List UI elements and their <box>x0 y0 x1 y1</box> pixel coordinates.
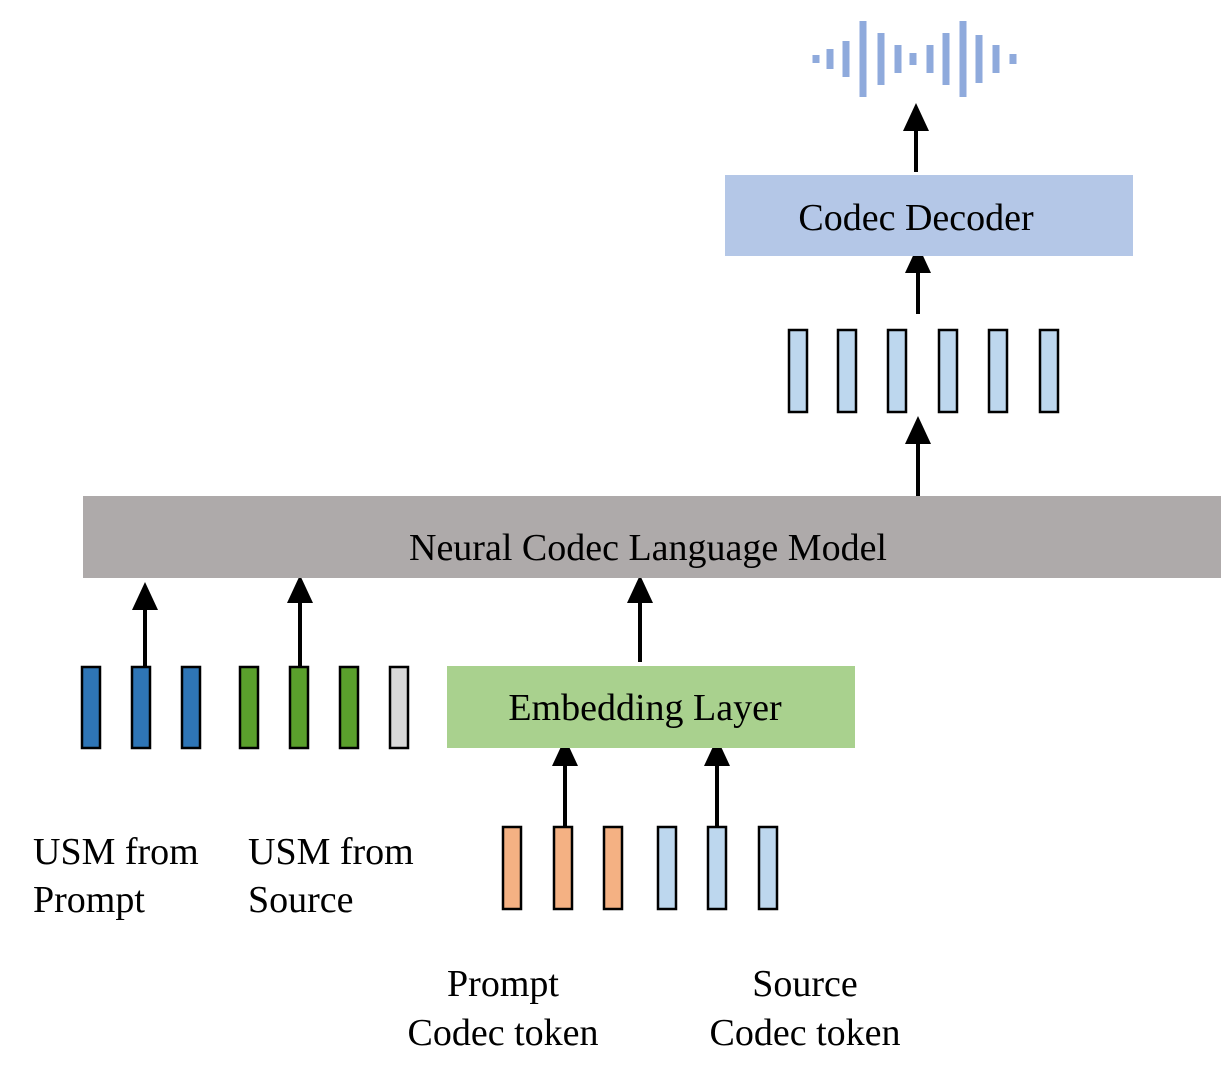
waveform-bar <box>894 45 902 73</box>
waveform-bar <box>1009 54 1017 64</box>
language-model-block <box>83 496 1221 578</box>
flow-arrow <box>552 738 578 827</box>
waveform-bar <box>826 49 834 69</box>
flow-arrow <box>903 103 929 172</box>
flow-arrow <box>905 416 931 503</box>
waveform-bar <box>877 33 885 85</box>
output-token <box>787 328 809 414</box>
waveform-bar <box>942 33 950 85</box>
flow-arrow <box>132 582 158 667</box>
codec-token <box>501 825 523 911</box>
waveform-bar <box>859 21 867 97</box>
output-token <box>886 328 908 414</box>
usm-prompt-label-line1: USM from <box>33 831 199 873</box>
usm-token <box>80 665 102 750</box>
usm-tokens <box>80 665 410 750</box>
usm-token <box>238 665 260 750</box>
waveform-bar <box>959 21 967 97</box>
codec-decoder-label: Codec Decoder <box>798 197 1034 239</box>
waveform-bar <box>992 45 1000 73</box>
codec-token <box>706 825 728 911</box>
embedding-layer-block <box>447 666 855 748</box>
language-model-label: Neural Codec Language Model <box>409 527 887 569</box>
output-token <box>987 328 1009 414</box>
codec-decoder-block <box>725 175 1133 256</box>
output-tokens <box>787 328 1060 414</box>
flow-arrow <box>905 245 931 314</box>
output-token <box>937 328 959 414</box>
prompt-codec-label-line1: Prompt <box>447 963 559 1005</box>
waveform-bar <box>842 41 850 77</box>
codec-token <box>602 825 624 911</box>
embedding-layer-label: Embedding Layer <box>508 687 782 729</box>
output-token <box>836 328 858 414</box>
usm-source-label-line1: USM from <box>248 831 414 873</box>
arrows <box>132 103 931 827</box>
source-codec-label-line2: Codec token <box>709 1012 900 1054</box>
usm-source-label-line2: Source <box>248 879 354 921</box>
source-codec-label-line1: Source <box>752 963 858 1005</box>
usm-token <box>338 665 360 750</box>
waveform-bar <box>975 35 983 83</box>
usm-prompt-label-line2: Prompt <box>33 879 145 921</box>
prompt-codec-label-line2: Codec token <box>407 1012 598 1054</box>
waveform-bar <box>909 53 917 65</box>
codec-tokens <box>501 825 779 911</box>
waveform-bar <box>926 45 934 73</box>
codec-token <box>552 825 574 911</box>
waveform-icon <box>812 21 1017 97</box>
codec-token <box>656 825 678 911</box>
flow-arrow <box>287 575 313 667</box>
usm-token <box>180 665 202 750</box>
flow-arrow <box>627 575 653 662</box>
flow-arrow <box>704 738 730 827</box>
waveform-bar <box>812 55 820 63</box>
usm-token <box>288 665 310 750</box>
usm-token <box>388 665 410 750</box>
usm-token <box>130 665 152 750</box>
output-token <box>1038 328 1060 414</box>
codec-token <box>757 825 779 911</box>
